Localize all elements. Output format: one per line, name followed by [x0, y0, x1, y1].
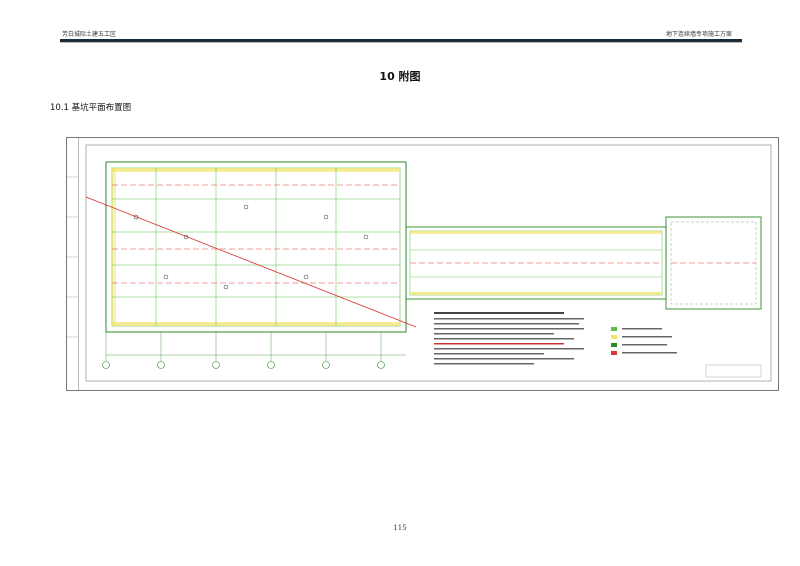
page-number: 115 — [393, 524, 407, 532]
drawing-notes — [434, 312, 584, 365]
header-rule-thin — [60, 42, 742, 43]
header-project-name: 芳白城际土建五工区 — [62, 31, 117, 38]
diagonal-alignment-line — [85, 196, 417, 328]
header-rule — [60, 39, 742, 42]
header-document-name: 地下连续墙专项施工方案 — [665, 31, 732, 38]
subsection-title: 10.1 基坑平面布置图 — [50, 103, 132, 113]
foundation-pit-plan-drawing — [66, 137, 779, 391]
end-pit — [665, 216, 762, 310]
section-title: 10 附图 — [379, 70, 421, 83]
drawing-legend — [611, 327, 677, 355]
